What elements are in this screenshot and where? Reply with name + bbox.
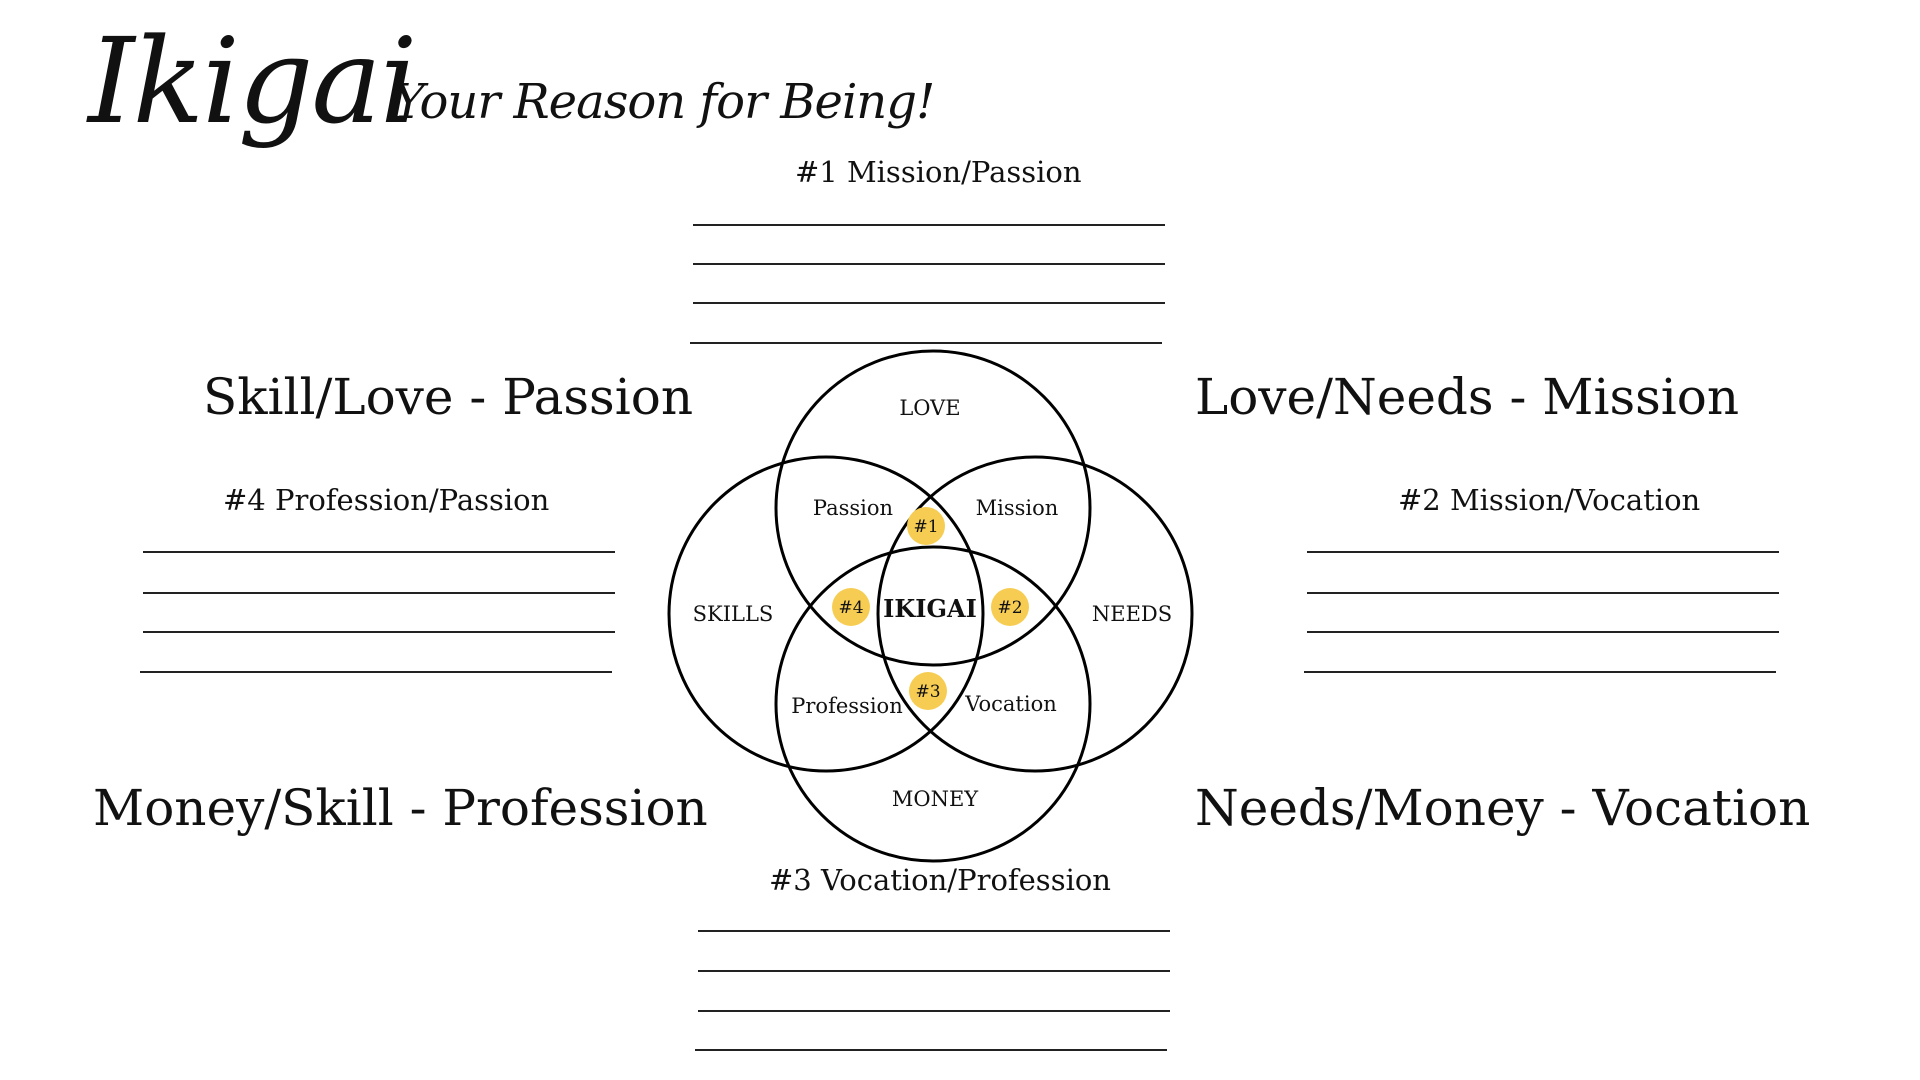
- writing-line[interactable]: [695, 1049, 1167, 1051]
- writing-line[interactable]: [693, 263, 1165, 265]
- marker-1-label: #1: [913, 517, 938, 537]
- venn-label-needs: NEEDS: [1092, 602, 1172, 626]
- writing-line[interactable]: [698, 1010, 1170, 1012]
- writing-line[interactable]: [1307, 592, 1779, 594]
- block-title-vocation-profession: #3 Vocation/Profession: [769, 863, 1111, 897]
- writing-line[interactable]: [690, 342, 1162, 344]
- venn-label-skills: SKILLS: [693, 602, 774, 626]
- writing-line[interactable]: [143, 551, 615, 553]
- venn-label-love: LOVE: [899, 396, 960, 420]
- venn-label-profession: Profession: [791, 694, 902, 718]
- quadrant-label-vocation: Needs/Money - Vocation: [1195, 779, 1811, 837]
- love-circle: [774, 349, 1092, 667]
- writing-line[interactable]: [143, 631, 615, 633]
- marker-4-label: #4: [838, 598, 863, 618]
- venn-label-ikigai: IKIGAI: [883, 594, 977, 623]
- quadrant-label-passion: Skill/Love - Passion: [203, 368, 694, 426]
- writing-line[interactable]: [693, 302, 1165, 304]
- page-subtitle: Your Reason for Being!: [393, 74, 935, 130]
- writing-line[interactable]: [698, 970, 1170, 972]
- writing-line[interactable]: [1307, 631, 1779, 633]
- marker-3-dot: [909, 672, 947, 710]
- quadrant-label-profession: Money/Skill - Profession: [93, 779, 708, 837]
- block-title-profession-passion: #4 Profession/Passion: [223, 483, 550, 517]
- venn-label-vocation: Vocation: [964, 692, 1057, 716]
- writing-line[interactable]: [1304, 671, 1776, 673]
- quadrant-label-mission: Love/Needs - Mission: [1195, 368, 1740, 426]
- writing-line[interactable]: [140, 671, 612, 673]
- venn-label-money: MONEY: [892, 787, 979, 811]
- marker-1-dot: [907, 507, 945, 545]
- writing-line[interactable]: [693, 224, 1165, 226]
- writing-line[interactable]: [1307, 551, 1779, 553]
- venn-label-passion: Passion: [813, 496, 893, 520]
- block-title-mission-passion: #1 Mission/Passion: [795, 155, 1082, 189]
- venn-label-mission: Mission: [976, 496, 1059, 520]
- needs-circle: [876, 455, 1194, 773]
- marker-3-label: #3: [915, 682, 940, 702]
- writing-line[interactable]: [143, 592, 615, 594]
- marker-2-dot: [991, 588, 1029, 626]
- skills-circle: [667, 455, 985, 773]
- marker-4-dot: [832, 588, 870, 626]
- marker-2-label: #2: [997, 598, 1022, 618]
- page-title: Ikigai: [88, 12, 417, 150]
- block-title-mission-vocation: #2 Mission/Vocation: [1398, 483, 1701, 517]
- money-circle: [774, 545, 1092, 863]
- writing-line[interactable]: [698, 930, 1170, 932]
